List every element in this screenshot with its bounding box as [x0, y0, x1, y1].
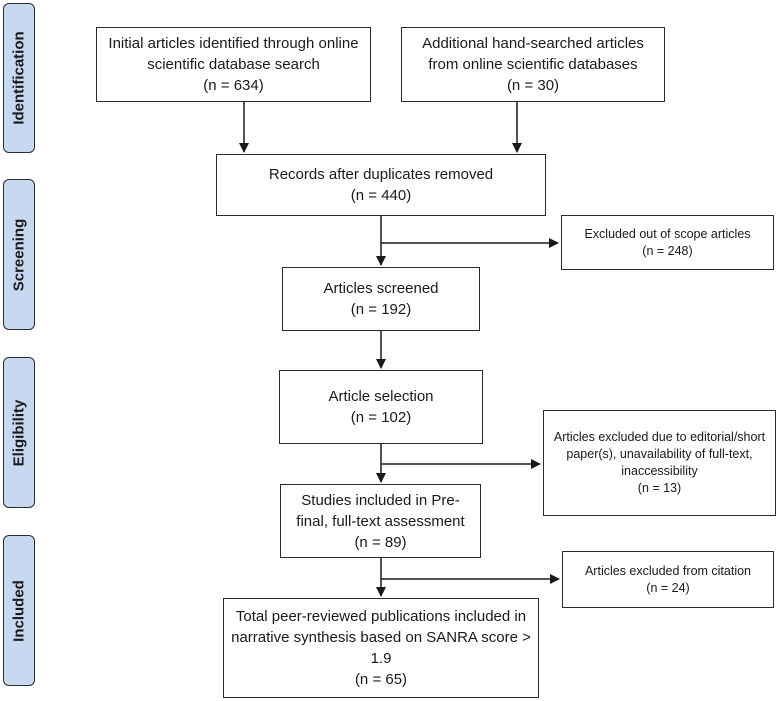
box-article-selection-text: Article selection	[328, 388, 434, 405]
box-initial-articles: Initial articles identified through onli…	[96, 27, 371, 102]
box-duplicates-removed: Records after duplicates removed (n = 44…	[216, 154, 546, 216]
box-excluded-editorial-text: Articles excluded due to editorial/short…	[553, 430, 766, 478]
box-hand-searched-text: Additional hand-searched articles from o…	[422, 35, 644, 73]
box-total-included: Total peer-reviewed publications include…	[223, 598, 539, 698]
phase-included: Included	[3, 535, 35, 686]
box-articles-screened-text: Articles screened	[323, 280, 439, 297]
box-duplicates-removed-text: Records after duplicates removed	[268, 166, 494, 183]
box-article-selection: Article selection (n = 102)	[279, 370, 483, 444]
box-initial-articles-count: (n = 634)	[203, 77, 264, 94]
box-duplicates-removed-count: (n = 440)	[350, 187, 412, 204]
box-excluded-editorial-count: (n = 13)	[637, 481, 682, 495]
box-excluded-citation-count: (n = 24)	[646, 580, 690, 595]
box-articles-screened-count: (n = 192)	[350, 301, 412, 318]
box-excluded-citation-text: Articles excluded from citation	[584, 563, 752, 578]
box-prefinal-assessment: Studies included in Pre-final, full-text…	[280, 484, 481, 558]
box-excluded-editorial: Articles excluded due to editorial/short…	[543, 410, 776, 516]
box-excluded-scope-text: Excluded out of scope articles	[584, 226, 751, 241]
box-total-included-count: (n = 65)	[354, 671, 408, 688]
box-excluded-scope-count: (n = 248)	[642, 243, 693, 258]
phase-screening: Screening	[3, 179, 35, 330]
phase-identification: Identification	[3, 3, 35, 153]
box-hand-searched-count: (n = 30)	[506, 77, 560, 94]
box-prefinal-assessment-text: Studies included in Pre-final, full-text…	[296, 491, 465, 530]
box-articles-screened: Articles screened (n = 192)	[282, 267, 480, 331]
box-hand-searched: Additional hand-searched articles from o…	[401, 27, 665, 102]
box-excluded-citation: Articles excluded from citation (n = 24)	[562, 551, 774, 608]
phase-eligibility: Eligibility	[3, 357, 35, 508]
box-prefinal-assessment-count: (n = 89)	[354, 533, 407, 551]
box-article-selection-count: (n = 102)	[350, 409, 412, 426]
box-total-included-text: Total peer-reviewed publications include…	[231, 608, 531, 667]
box-initial-articles-text: Initial articles identified through onli…	[108, 35, 359, 73]
box-excluded-scope: Excluded out of scope articles (n = 248)	[561, 215, 774, 270]
